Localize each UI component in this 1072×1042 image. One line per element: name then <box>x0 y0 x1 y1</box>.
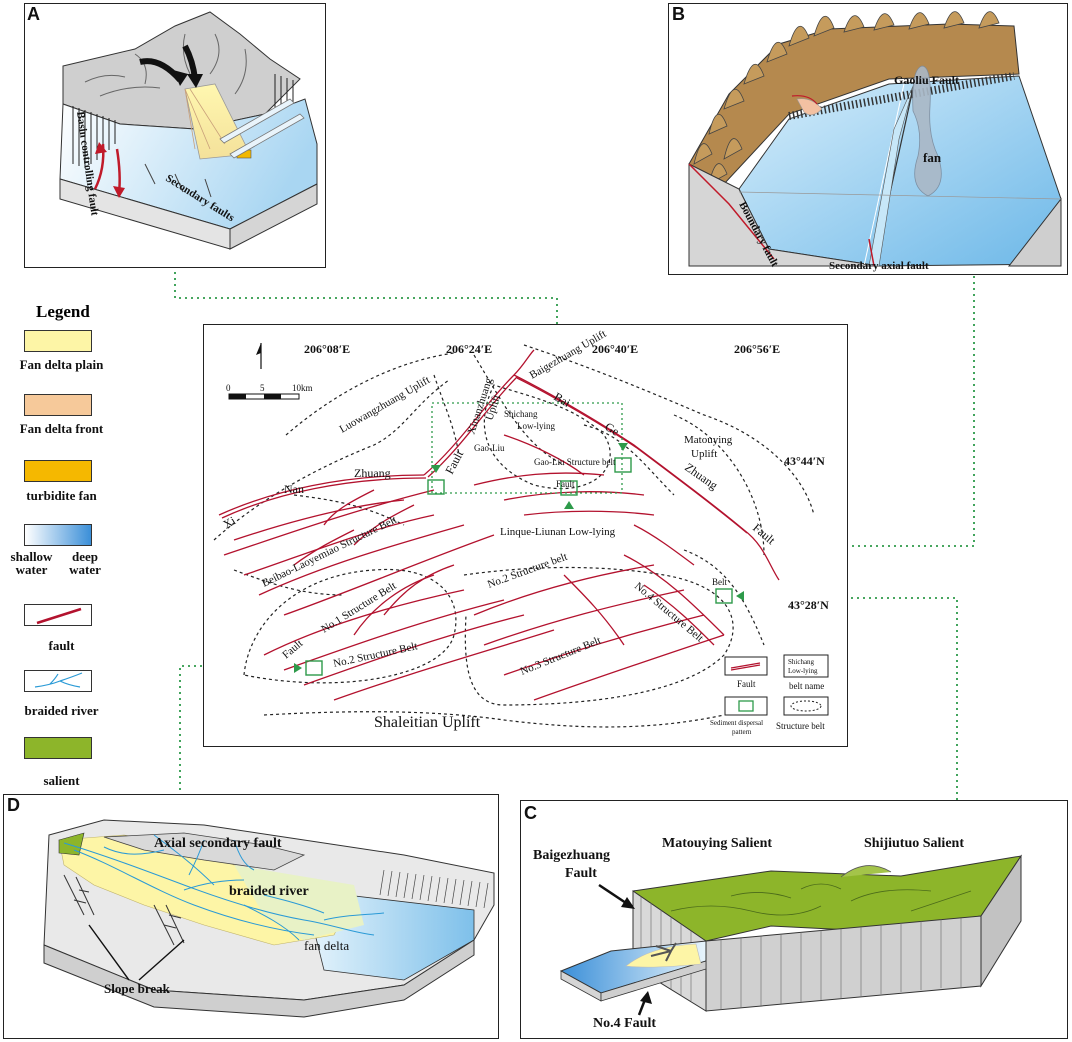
panel-c: C Mato <box>520 800 1068 1039</box>
map-label-fault-1: Fault <box>442 447 466 476</box>
axial-secondary-fault-label: Axial secondary fault <box>154 836 282 851</box>
map-label-luowangzhuang: Luowangzhuang Uplift <box>338 374 433 436</box>
longitude-label-3: 206°40′E <box>592 342 638 356</box>
legend-label-turbidite-fan: turbidite fan <box>26 488 97 503</box>
structural-map: 206°08′E 206°24′E 206°40′E 206°56′E 43°4… <box>213 328 829 736</box>
shijiutuo-salient-label: Shijiutuo Salient <box>864 836 964 851</box>
panel-d-label: D <box>7 795 20 815</box>
map-label-gaoliu: Gao-Liu <box>474 443 505 453</box>
map-label-shaleitian: Shaleitian Uplift <box>374 714 481 731</box>
braided-river-label: braided river <box>229 884 309 899</box>
legend-swatch-braided-river <box>24 670 92 692</box>
map-label-nan: Nan <box>284 482 304 496</box>
panel-a-label: A <box>27 4 40 24</box>
map-legend-beltname: belt name <box>789 681 824 691</box>
fan-delta-label: fan delta <box>304 938 349 953</box>
panel-b-diagram: Gaoliu Fault fan Boundary fault Secondar… <box>688 11 1062 272</box>
latitude-label-2: 43°28′N <box>788 598 829 612</box>
panel-b-label: B <box>672 4 685 24</box>
baigezhuang-fault-label-2: Fault <box>565 866 597 881</box>
legend-label-fan-delta-front: Fan delta front <box>19 421 104 436</box>
legend-swatch-salient <box>24 737 92 759</box>
scale-zero: 0 <box>226 383 231 393</box>
longitude-label-4: 206°56′E <box>734 342 780 356</box>
fan-label: fan <box>923 150 942 165</box>
legend-swatch-turbidite-fan <box>24 460 92 482</box>
map-label-gaoliu-belt: Gao-Liu Structure belt <box>534 457 616 467</box>
legend-swatch-water <box>24 524 92 546</box>
map-label-fault-3: Fault <box>556 479 575 489</box>
map-panel: 206°08′E 206°24′E 206°40′E 206°56′E 43°4… <box>203 324 848 747</box>
panel-d-diagram: Axial secondary fault braided river fan … <box>43 819 495 1018</box>
legend-swatch-fault <box>24 604 92 626</box>
map-label-no2b: No.2 Structure Belt <box>332 640 418 670</box>
gaoliu-fault-label: Gaoliu Fault <box>894 73 959 87</box>
scale-mid: 5 <box>260 383 265 393</box>
north-arrow-icon <box>256 343 262 369</box>
legend-label-shallow-water: shallow water <box>10 549 53 577</box>
map-label-shichang: Shichang <box>504 409 538 419</box>
map-label-ge: Ge <box>603 419 622 438</box>
panel-a: A <box>24 3 326 268</box>
map-label-fault-2: Fault <box>750 521 778 548</box>
map-label-no4: No.4 Structure Belt <box>632 580 705 644</box>
map-legend: Fault Shichang Low-lying belt name Sedim… <box>710 654 829 736</box>
map-label-zhuang-1: Zhuang <box>354 466 391 480</box>
panel-c-diagram: Matouying Salient Shijiutuo Salient Baig… <box>533 836 1023 1031</box>
map-label-no3: No.3 Structure Belt <box>519 634 603 677</box>
no4-fault-label: No.4 Fault <box>593 1016 656 1031</box>
map-legend-beltname-2: Low-lying <box>788 667 818 675</box>
map-legend-beltname-1: Shichang <box>788 658 815 666</box>
panel-a-diagram: Basin controlling fault Secondary faults <box>59 11 318 250</box>
map-label-belt: Belt <box>712 577 727 587</box>
map-label-no2a: No.2 Structure belt <box>486 551 569 591</box>
scale-bar: 0 5 10km <box>226 383 313 400</box>
panel-d: D Ax <box>3 794 499 1039</box>
legend-swatch-fan-delta-plain <box>24 330 92 352</box>
panel-c-label: C <box>524 803 537 823</box>
map-label-fault-4: Fault <box>280 638 305 662</box>
latitude-label-1: 43°44′N <box>784 454 825 468</box>
map-label-xi: Xi <box>221 513 239 531</box>
legend-label-salient: salient <box>43 773 80 788</box>
slope-break-label: Slope break <box>104 981 171 996</box>
map-label-linque: Linque-Liunan Low-lying <box>500 526 616 538</box>
panel-b: B Gaoliu Fault fan Boundary fault <box>668 3 1068 275</box>
map-label-lowlying: Low-lying <box>517 421 555 431</box>
baigezhuang-fault-label-1: Baigezhuang <box>533 848 610 863</box>
legend-title: Legend <box>36 302 90 321</box>
legend-label-deep-water: deep water <box>69 549 101 577</box>
map-label-matouying: Matouying <box>684 434 733 446</box>
matouying-salient-label: Matouying Salient <box>662 836 772 851</box>
secondary-axial-fault-label: Secondary axial fault <box>829 260 929 272</box>
longitude-label-1: 206°08′E <box>304 342 350 356</box>
legend-label-fan-delta-plain: Fan delta plain <box>19 357 104 372</box>
legend-swatch-fan-delta-front <box>24 394 92 416</box>
map-legend-sediment-1: Sediment dispersal <box>710 719 763 727</box>
scale-end: 10km <box>292 383 313 393</box>
legend-label-braided-river: braided river <box>24 703 99 718</box>
legend-label-fault: fault <box>48 638 75 653</box>
map-label-zhuang-2: Zhuang <box>682 460 720 492</box>
map-legend-sediment-2: pattern <box>732 728 752 736</box>
map-legend-fault: Fault <box>737 679 756 689</box>
map-legend-structure: Structure belt <box>776 721 825 731</box>
longitude-label-2: 206°24′E <box>446 342 492 356</box>
map-label-uplift-2: Uplift <box>691 448 717 460</box>
